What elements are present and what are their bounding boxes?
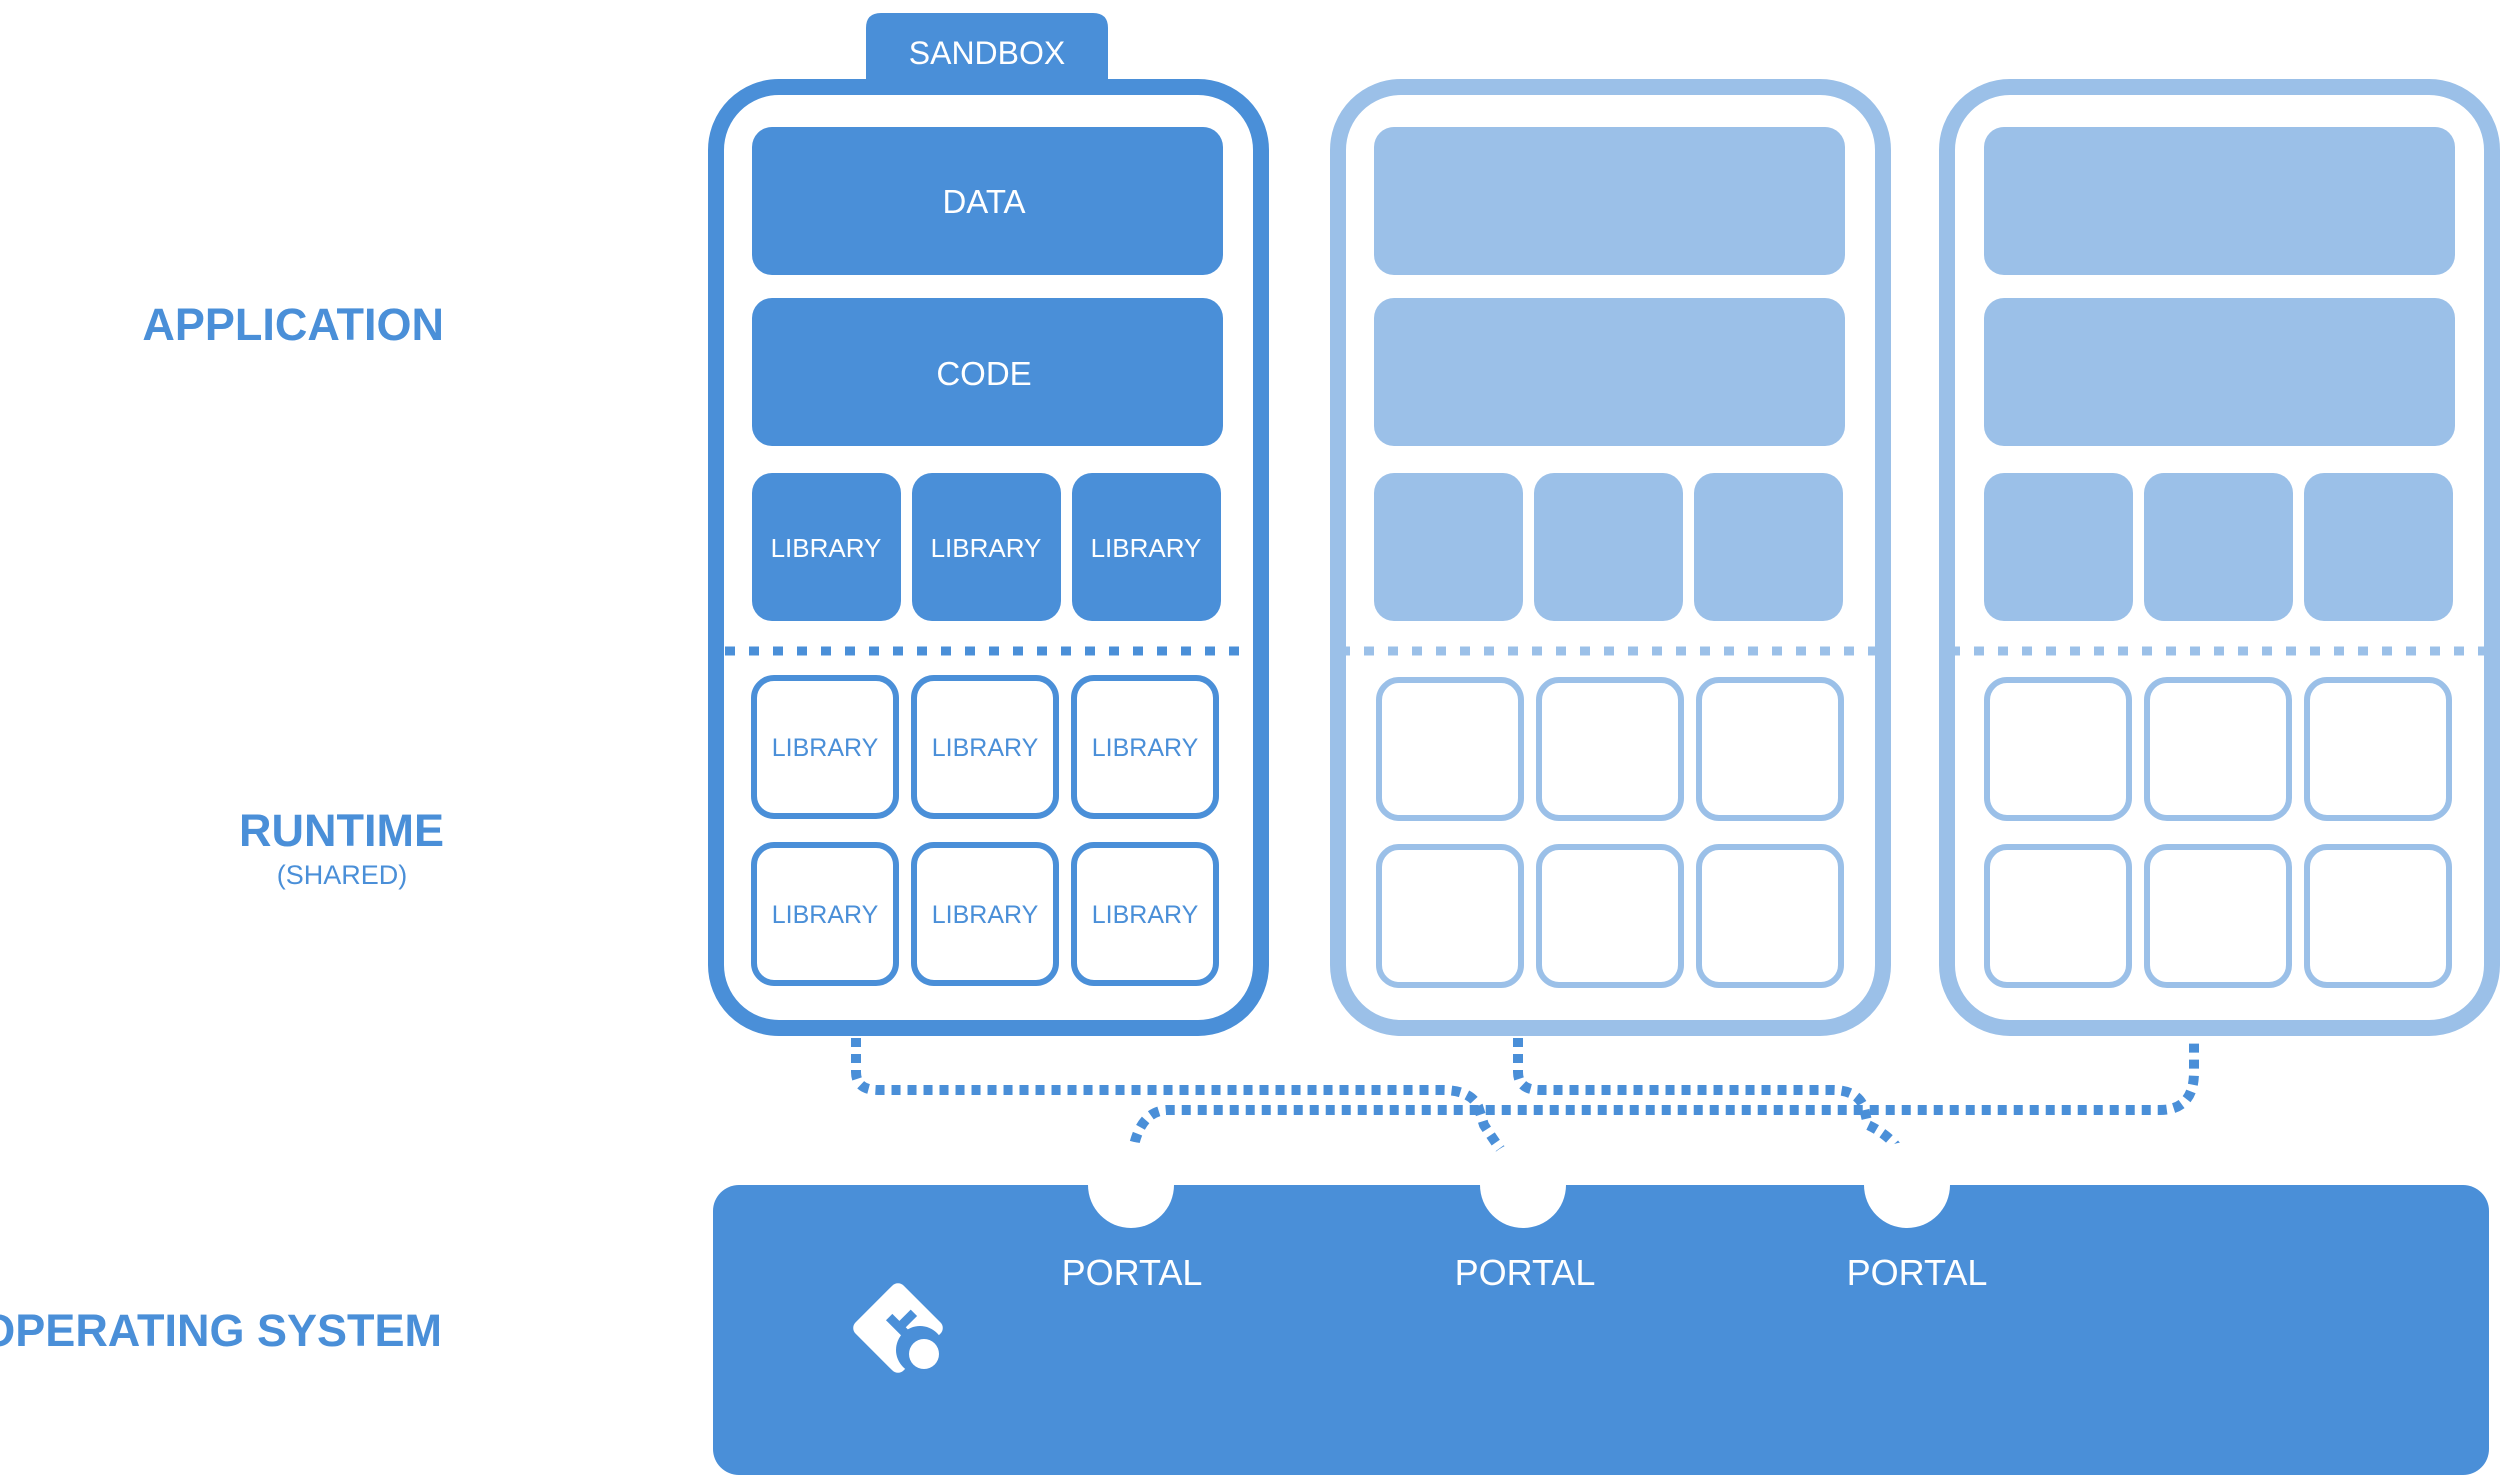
app-library-block [2144,473,2293,621]
runtime-library-block [1696,677,1844,821]
connector-sandbox-2 [1513,1038,1912,1170]
runtime-library-label: LIBRARY [772,734,879,762]
app-library-block[interactable] [1072,473,1221,621]
runtime-library-block [1376,677,1524,821]
portal-notch [1480,1142,1566,1228]
runtime-library-block[interactable] [911,675,1059,819]
runtime-library-block [1984,844,2132,988]
runtime-library-label: LIBRARY [772,901,879,929]
app-library-block [1984,473,2133,621]
runtime-library-label: LIBRARY [1092,734,1199,762]
runtime-library-label: LIBRARY [932,901,1039,929]
runtime-library-block[interactable] [751,842,899,986]
operating-system-bar: PORTAL PORTAL PORTAL [713,1142,2489,1475]
connector-sandbox-1-b [1126,1038,2199,1175]
runtime-library-block [1536,677,1684,821]
runtime-library-block [2304,677,2452,821]
sandbox-faded [1939,79,2500,1036]
operating-system-layer-label: OPERATING SYSTEM [0,1305,442,1356]
runtime-library-block[interactable] [751,675,899,819]
sandbox-active: SANDBOX DATA CODE LIBRARY LIBRARY LIBRAR… [708,13,1269,1036]
code-block[interactable] [752,298,1223,446]
runtime-library-label: LIBRARY [932,734,1039,762]
sandbox-tab-label: SANDBOX [909,35,1065,71]
runtime-layer-label: RUNTIME [239,805,444,856]
data-block [1374,127,1845,275]
app-library-label: LIBRARY [1091,533,1202,563]
runtime-library-block[interactable] [1071,842,1219,986]
runtime-library-block [1376,844,1524,988]
connector-sandbox-1 [851,1038,1519,1172]
portal-notch [1088,1142,1174,1228]
runtime-library-block[interactable] [911,842,1059,986]
application-layer-label: APPLICATION [142,299,444,350]
runtime-library-label: LIBRARY [1092,901,1199,929]
sandbox-tab [866,13,1108,92]
portal-label[interactable]: PORTAL [1062,1252,1203,1293]
data-block[interactable] [752,127,1223,275]
app-library-block[interactable] [912,473,1061,621]
app-library-label: LIBRARY [931,533,1042,563]
runtime-shared-sublabel: (SHARED) [277,860,408,890]
app-library-block[interactable] [752,473,901,621]
runtime-library-block [2144,677,2292,821]
code-block [1374,298,1845,446]
runtime-library-block[interactable] [1071,675,1219,819]
runtime-library-block [1984,677,2132,821]
portal-label[interactable]: PORTAL [1847,1252,1988,1293]
runtime-library-block [1696,844,1844,988]
code-block [1984,298,2455,446]
runtime-library-block [2144,844,2292,988]
portal-connectors [851,1038,2199,1175]
app-library-label: LIBRARY [771,533,882,563]
flatpak-logo-icon [853,1283,944,1374]
app-library-block [1374,473,1523,621]
code-block-label: CODE [936,355,1031,392]
app-library-block [2304,473,2453,621]
os-bar [713,1185,2489,1475]
app-library-block [1694,473,1843,621]
portal-notch [1864,1142,1950,1228]
portal-label[interactable]: PORTAL [1455,1252,1596,1293]
data-block [1984,127,2455,275]
sandbox-faded [1330,79,1891,1036]
app-library-block [1534,473,1683,621]
data-block-label: DATA [942,183,1025,220]
runtime-library-block [2304,844,2452,988]
runtime-library-block [1536,844,1684,988]
